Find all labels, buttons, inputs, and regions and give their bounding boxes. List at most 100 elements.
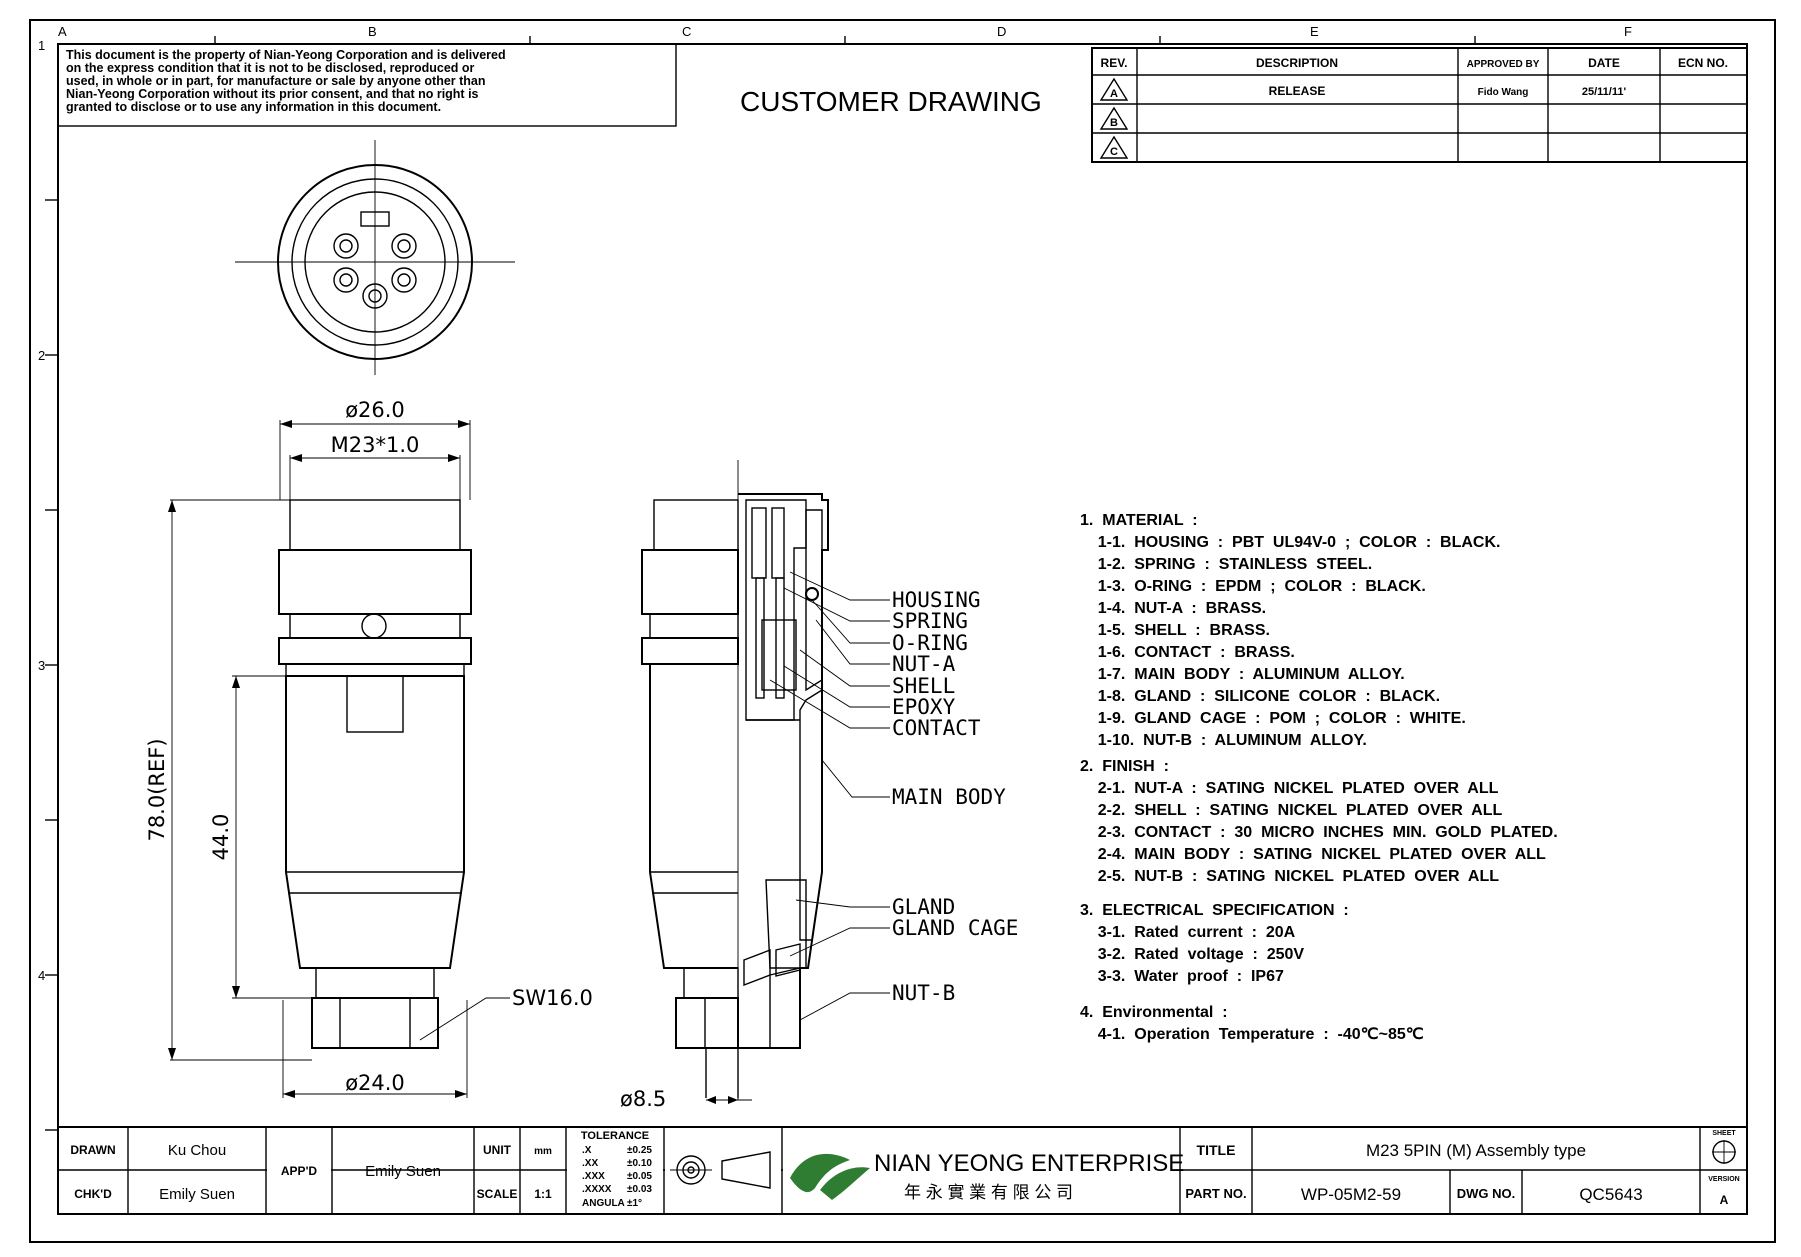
zone-row-2: 2 [38,348,45,363]
note-line: 2-5. NUT-B : SATING NICKEL PLATED OVER A… [1080,868,1499,885]
zone-col-f: F [1624,24,1632,39]
dwg-no-label: DWG NO. [1457,1186,1516,1201]
zone-row-1: 1 [38,38,45,53]
svg-text:granted to disclose or to use: granted to disclose or to use any inform… [66,100,441,114]
revision-table: REV. DESCRIPTION APPROVED BY DATE ECN NO… [1091,47,1748,163]
unit-label: UNIT [483,1143,512,1157]
svg-text:ANGULA: ANGULA [582,1198,625,1209]
callout-housing: HOUSING [892,588,981,612]
svg-text:±0.10: ±0.10 [627,1158,652,1169]
spec-notes: 1. MATERIAL : 1-1. HOUSING : PBT UL94V-0… [1080,512,1558,1043]
title-label: TITLE [1197,1142,1236,1158]
note-line: 2-4. MAIN BODY : SATING NICKEL PLATED OV… [1080,846,1546,863]
zone-col-a: A [58,24,67,39]
unit-value: mm [534,1146,552,1157]
section-callouts: HOUSING SPRING O-RING NUT-A SHELL EPOXY … [892,588,1018,1005]
scale-value: 1:1 [534,1187,552,1201]
note-line: 2-1. NUT-A : SATING NICKEL PLATED OVER A… [1080,780,1499,797]
notice-box [57,43,677,127]
svg-text:on the express condition tha: on the express condition that it is not … [66,61,475,75]
svg-text:±0.03: ±0.03 [627,1184,652,1195]
company-logo-icon [790,1153,850,1193]
chkd-value: Emily Suen [159,1186,235,1203]
svg-text:±0.25: ±0.25 [627,1145,652,1156]
zone-row-3: 3 [38,658,45,673]
note-line: 1-6. CONTACT : BRASS. [1080,644,1295,661]
callout-spring: SPRING [892,609,968,633]
zone-ticks [45,36,1476,1131]
title-value: M23 5PIN (M) Assembly type [1366,1141,1586,1160]
callout-o-ring: O-RING [892,631,968,655]
dim-body-length: 44.0 [209,814,233,861]
part-no-value: WP-05M2-59 [1301,1185,1401,1204]
callout-nut-b: NUT-B [892,981,955,1005]
zone-row-4: 4 [38,968,45,983]
svg-text:.XXXX: .XXXX [582,1184,612,1195]
note-line: 4. Environmental : [1080,1004,1228,1021]
note-line: 1-1. HOUSING : PBT UL94V-0 ; COLOR : BLA… [1080,534,1500,551]
note-line: 3-2. Rated voltage : 250V [1080,946,1304,963]
note-line: 4-1. Operation Temperature : -40℃~85℃ [1080,1026,1424,1043]
note-line: 1-2. SPRING : STAINLESS STEEL. [1080,556,1372,573]
outer-border [29,19,1776,1243]
drawn-value: Ku Chou [168,1142,226,1159]
version-value: A [1720,1193,1729,1207]
note-line: 3-1. Rated current : 20A [1080,924,1296,941]
tolerance-table: TOLERANCE .X ±0.25 .XX ±0.10 .XXX ±0.05 … [581,1130,653,1209]
part-no-label: PART NO. [1185,1186,1246,1201]
rev-a-marker: A [1110,88,1118,100]
svg-text:used, in whole or in part, for: used, in whole or in part, for manufactu… [66,74,486,88]
rev-b-marker: B [1110,117,1118,129]
company-name: NIAN YEONG ENTERPRISE [874,1150,1184,1177]
notice-text: This document is the property of Nian-Ye… [66,48,506,114]
svg-text:±1°: ±1° [627,1198,642,1209]
callout-epoxy: EPOXY [892,695,956,719]
rev-header-ecn: ECN NO. [1678,56,1728,70]
zone-col-b: B [368,24,377,39]
svg-text:±0.05: ±0.05 [627,1171,652,1182]
rev-a-description: RELEASE [1269,84,1326,98]
dwg-no-value: QC5643 [1579,1185,1642,1204]
callout-shell: SHELL [892,674,955,698]
note-line: 1-10. NUT-B : ALUMINUM ALLOY. [1080,732,1367,749]
version-label: VERSION [1708,1176,1740,1183]
appd-value: Emily Suen [365,1163,441,1180]
note-line: 3-3. Water proof : IP67 [1080,968,1284,985]
side-view [168,420,510,1098]
svg-text:.XXX: .XXX [582,1171,605,1182]
rev-header-date: DATE [1588,56,1620,70]
dim-nut-dia: ø24.0 [345,1071,405,1095]
callout-contact: CONTACT [892,716,981,740]
note-line: 1-7. MAIN BODY : ALUMINUM ALLOY. [1080,666,1405,683]
svg-text:.X: .X [582,1145,592,1156]
rev-header-approved: APPROVED BY [1467,59,1540,70]
callout-gland: GLAND [892,895,955,919]
note-line: 2. FINISH : [1080,758,1169,775]
scale-label: SCALE [477,1187,518,1201]
rev-a-approved: Fido Wang [1478,87,1529,98]
rev-c-marker: C [1110,146,1118,158]
note-line: 1. MATERIAL : [1080,512,1198,529]
note-line: 1-3. O-RING : EPDM ; COLOR : BLACK. [1080,578,1426,595]
dim-total-length: 78.0(REF) [145,738,169,841]
note-line: 1-9. GLAND CAGE : POM ; COLOR : WHITE. [1080,710,1466,727]
zone-col-e: E [1310,24,1319,39]
end-view [235,140,515,375]
rev-a-date: 25/11/11' [1582,86,1627,98]
note-line: 1-5. SHELL : BRASS. [1080,622,1270,639]
drawing-heading: CUSTOMER DRAWING [740,86,1042,117]
appd-label: APP'D [281,1164,318,1178]
rev-header-rev: REV. [1101,56,1128,70]
sheet-label: SHEET [1712,1130,1736,1137]
svg-text:TOLERANCE: TOLERANCE [581,1130,649,1142]
note-line: 2-2. SHELL : SATING NICKEL PLATED OVER A… [1080,802,1502,819]
dim-thread: M23*1.0 [331,433,420,457]
zone-col-c: C [682,24,691,39]
svg-text:This document is the property: This document is the property of Nian-Ye… [66,48,506,62]
svg-text:.XX: .XX [582,1158,598,1169]
company-name-cn: 年 永 實 業 有 限 公 司 [904,1183,1073,1202]
svg-text:Nian-Yeong Corporation without: Nian-Yeong Corporation without its prior… [66,87,479,101]
callout-gland-cage: GLAND CAGE [892,916,1018,940]
note-line: 3. ELECTRICAL SPECIFICATION : [1080,902,1349,919]
